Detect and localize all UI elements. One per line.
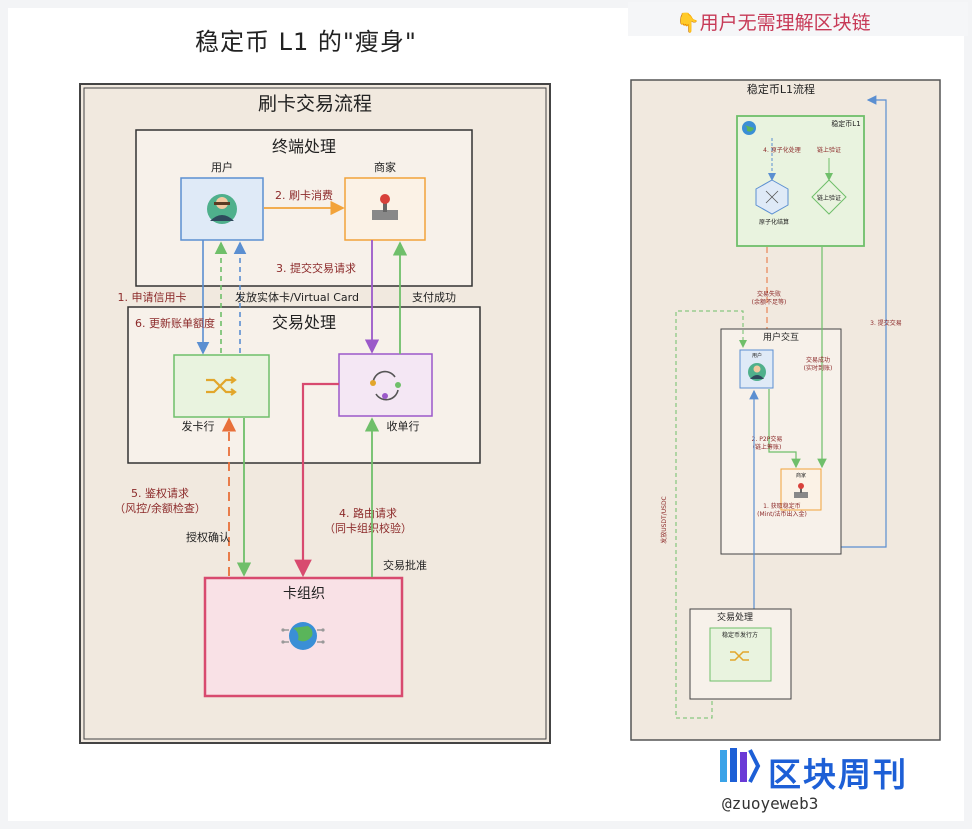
stablecoin-l1-title: 稳定币L1 [831,119,860,128]
pos-terminal-icon [372,194,398,220]
user-avatar-icon [207,194,237,224]
card-org-label: 卡组织 [283,586,325,602]
right-frame-title: 稳定币L1流程 [747,82,815,96]
edge-issue-label: 发放实体卡/Virtual Card [235,290,359,304]
tx-ok-label-2: (实时到账) [804,364,833,372]
right-tx-process-box [689,608,792,700]
issue-usd-label: 发放USDT/USDC [660,496,668,544]
user-label: 用户 [211,160,233,174]
onchain-verify-label: 链上验证 [817,194,841,202]
tx-fail-label-2: (余额不足等) [752,298,787,306]
l1-globe-icon [742,121,756,135]
tx-ok-label-1: 交易成功 [806,356,830,364]
stablecoin-issuer-label: 稳定币发行方 [722,631,758,639]
atom-icon [765,190,779,204]
edge-auth-label-1: 5. 鉴权请求 [131,487,189,500]
edge-update-label: 6. 更新账单额度 [135,316,215,330]
edge-route [294,382,339,578]
edge-auth-ok-label: 授权确认 [186,530,230,544]
edge-issue-usd [675,310,747,719]
right-merchant-label: 商家 [796,472,806,479]
edge-route-label-2: （同卡组织校验） [324,521,412,535]
onchain-label: 链上验证 [817,146,841,154]
edge-apply-label: 1. 申请信用卡 [118,291,187,304]
submit-tx-label: 3. 提交交易 [870,319,902,327]
right-title-bg [628,2,968,36]
atomic-label: 4. 原子化处理 [763,146,801,154]
brand-logo-icon [720,748,761,783]
edge-route-label-1: 4. 路由请求 [339,506,397,520]
get-stablecoin-label-2: (Mint/法币出入金) [757,510,807,518]
right-tx-process-title: 交易处理 [717,611,753,623]
p2p-label-1: 2. P2P交易 [752,435,783,443]
merchant-label: 商家 [374,160,396,174]
right-pos-icon [794,483,808,498]
p2p-label-2: (链上筹账) [753,443,782,451]
right-title: 👇用户无需理解区块链 [676,12,871,34]
issuer-label: 发卡行 [182,419,215,433]
author-handle: @zuoyeweb3 [722,794,819,813]
brand-name: 区块周刊 [768,755,908,794]
edge-consume-label: 2. 刷卡消费 [275,188,333,202]
tx-fail-label-1: 交易失败 [757,290,781,298]
shuffle-icon [206,376,237,396]
atomic-settle-label: 原子化结算 [759,218,789,226]
edge-pay-ok-label: 支付成功 [412,291,456,304]
page-title: 稳定币 L1 的"瘦身" [195,28,417,56]
user-interact-title: 用户交互 [763,331,799,343]
left-frame-title: 刷卡交易流程 [258,93,372,115]
globe-network-icon [281,622,325,650]
onchain-verify-node [811,179,847,215]
edge-approve-label: 交易批准 [383,558,427,572]
cycle-icon [370,370,401,401]
acquirer-node [338,353,433,417]
get-stablecoin-label-1: 1. 获取稳定币 [763,502,801,510]
tx-process-title: 交易处理 [272,313,336,332]
edge-auth-label-2: （风控/余额检查） [114,501,206,515]
right-shuffle-icon [730,651,749,661]
stablecoin-l1-box [736,115,865,247]
edge-submit-label: 3. 提交交易请求 [276,261,356,275]
acquirer-label: 收单行 [387,419,420,433]
terminal-title: 终端处理 [272,137,336,156]
merchant-node [344,177,426,241]
edge-p2p [768,389,801,469]
right-user-avatar-icon [748,363,766,381]
left-frame-inner [83,87,547,740]
right-user-label: 用户 [752,352,762,359]
